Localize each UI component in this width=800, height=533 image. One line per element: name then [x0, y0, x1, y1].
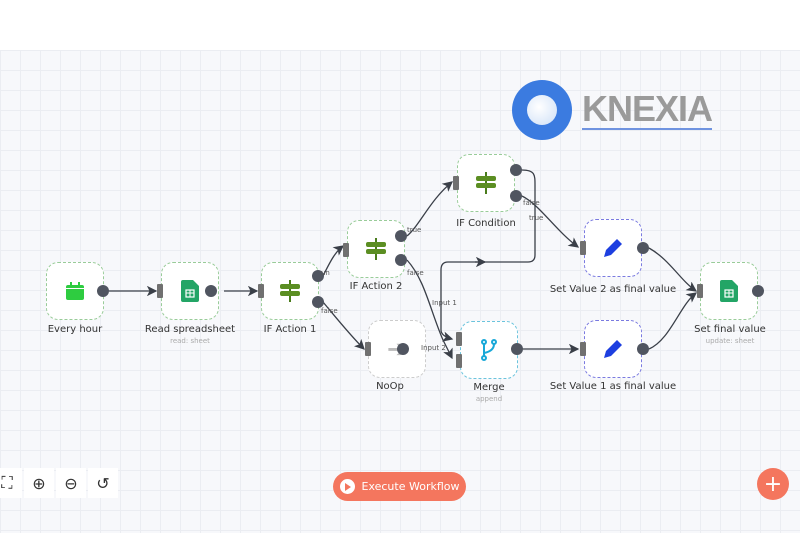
- brand-name: KNEXIA: [582, 88, 713, 130]
- edge-label: true: [407, 226, 422, 234]
- node-label: NoOp: [376, 381, 404, 392]
- zoom-out-button[interactable]: ⊖: [56, 468, 86, 498]
- edge-label: false: [523, 199, 540, 207]
- zoom-in-button[interactable]: ⊕: [24, 468, 54, 498]
- input-port[interactable]: [343, 243, 349, 257]
- node-set-final-value[interactable]: [700, 262, 758, 320]
- node-label: Set final value: [694, 324, 766, 335]
- output-port-true[interactable]: [312, 270, 324, 282]
- edge-label: un: [321, 269, 330, 277]
- node-read-spreadsheet[interactable]: [161, 262, 219, 320]
- input-port[interactable]: [258, 284, 264, 298]
- node-if-action-1[interactable]: [261, 262, 319, 320]
- output-port-true[interactable]: [510, 164, 522, 176]
- output-port-false[interactable]: [510, 190, 522, 202]
- node-every-hour[interactable]: [46, 262, 104, 320]
- execute-workflow-button[interactable]: Execute Workflow: [333, 472, 466, 501]
- branch-icon: [461, 322, 517, 378]
- input-port[interactable]: [453, 176, 459, 190]
- reset-zoom-button[interactable]: ↺: [88, 468, 118, 498]
- node-label: Set Value 1 as final value: [549, 381, 677, 392]
- node-label: IF Action 1: [263, 324, 317, 335]
- plus-icon: +: [763, 471, 783, 497]
- edge-label: false: [407, 269, 424, 277]
- output-port[interactable]: [97, 285, 109, 297]
- zoom-in-icon: ⊕: [32, 473, 46, 493]
- logo-mark-icon: [512, 80, 572, 140]
- pen-icon: [585, 220, 641, 276]
- signpost-icon: [458, 155, 514, 211]
- node-if-action-2[interactable]: [347, 220, 405, 278]
- edge-label: Input 1: [432, 299, 457, 307]
- pen-icon: [585, 321, 641, 377]
- edge: [648, 247, 698, 292]
- output-port[interactable]: [637, 242, 649, 254]
- reset-icon: ↺: [96, 473, 110, 493]
- input-port-1[interactable]: [456, 332, 462, 346]
- play-icon: [339, 479, 355, 494]
- input-port[interactable]: [365, 342, 371, 356]
- node-label: Merge: [473, 382, 505, 393]
- add-node-button[interactable]: +: [757, 468, 789, 500]
- edge-label: true: [529, 214, 544, 222]
- execute-label: Execute Workflow: [361, 480, 460, 493]
- workflow-canvas[interactable]: [0, 50, 800, 533]
- edge-label: false: [321, 307, 338, 315]
- node-set-value-2[interactable]: [584, 219, 642, 277]
- fullscreen-icon: ⛶: [1, 473, 13, 492]
- output-port[interactable]: [637, 343, 649, 355]
- node-merge[interactable]: [460, 321, 518, 379]
- signpost-icon: [262, 263, 318, 319]
- node-label: IF Action 2: [349, 281, 403, 292]
- brand-logo: KNEXIA: [512, 80, 713, 140]
- calendar-icon: [47, 263, 103, 319]
- input-port-2[interactable]: [456, 354, 462, 368]
- edge: [322, 245, 345, 277]
- node-subtitle: append: [475, 395, 503, 403]
- arrow-right-icon: ➔: [369, 321, 425, 377]
- edge: [521, 195, 580, 248]
- zoom-out-icon: ⊖: [64, 473, 78, 493]
- node-label: Set Value 2 as final value: [549, 284, 677, 295]
- output-port-false[interactable]: [395, 254, 407, 266]
- output-port[interactable]: [397, 343, 409, 355]
- signpost-icon: [348, 221, 404, 277]
- node-subtitle: read: sheet: [170, 337, 210, 345]
- output-port-true[interactable]: [395, 230, 407, 242]
- output-port[interactable]: [511, 343, 523, 355]
- node-label: Read spreadsheet: [144, 324, 236, 335]
- edge: [406, 181, 454, 237]
- edge-label: Input 2: [421, 344, 446, 352]
- node-noop[interactable]: ➔: [368, 320, 426, 378]
- input-port[interactable]: [580, 241, 586, 255]
- fit-view-button[interactable]: ⛶: [0, 468, 22, 498]
- sheets-icon: [162, 263, 218, 319]
- input-port[interactable]: [157, 284, 163, 298]
- sheets-icon: [701, 263, 757, 319]
- node-subtitle: update: sheet: [705, 337, 755, 345]
- node-if-condition[interactable]: [457, 154, 515, 212]
- input-port[interactable]: [697, 284, 703, 298]
- edge: [322, 301, 365, 350]
- output-port-false[interactable]: [312, 296, 324, 308]
- edge: [440, 169, 536, 342]
- input-port[interactable]: [580, 342, 586, 356]
- edge: [648, 292, 698, 350]
- output-port[interactable]: [752, 285, 764, 297]
- node-set-value-1[interactable]: [584, 320, 642, 378]
- node-label: IF Condition: [456, 218, 516, 229]
- node-label: Every hour: [47, 324, 103, 335]
- output-port[interactable]: [205, 285, 217, 297]
